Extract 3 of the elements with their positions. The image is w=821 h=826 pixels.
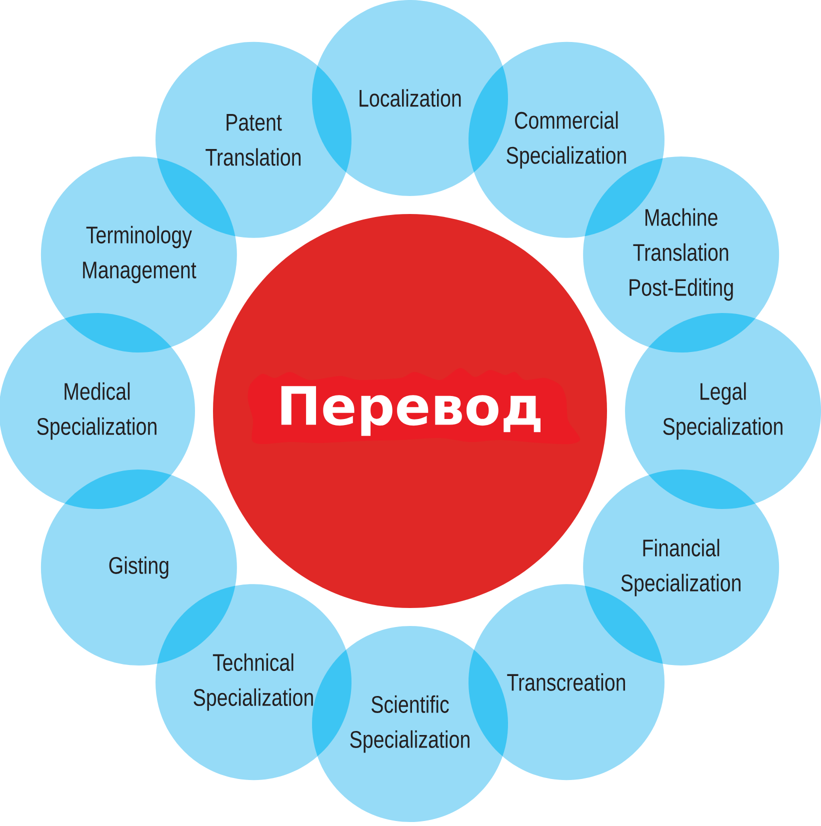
node-label: Scientific Specialization bbox=[350, 695, 470, 753]
node-label: Medical Specialization bbox=[37, 382, 156, 440]
node-label: Legal Specialization bbox=[663, 382, 782, 440]
